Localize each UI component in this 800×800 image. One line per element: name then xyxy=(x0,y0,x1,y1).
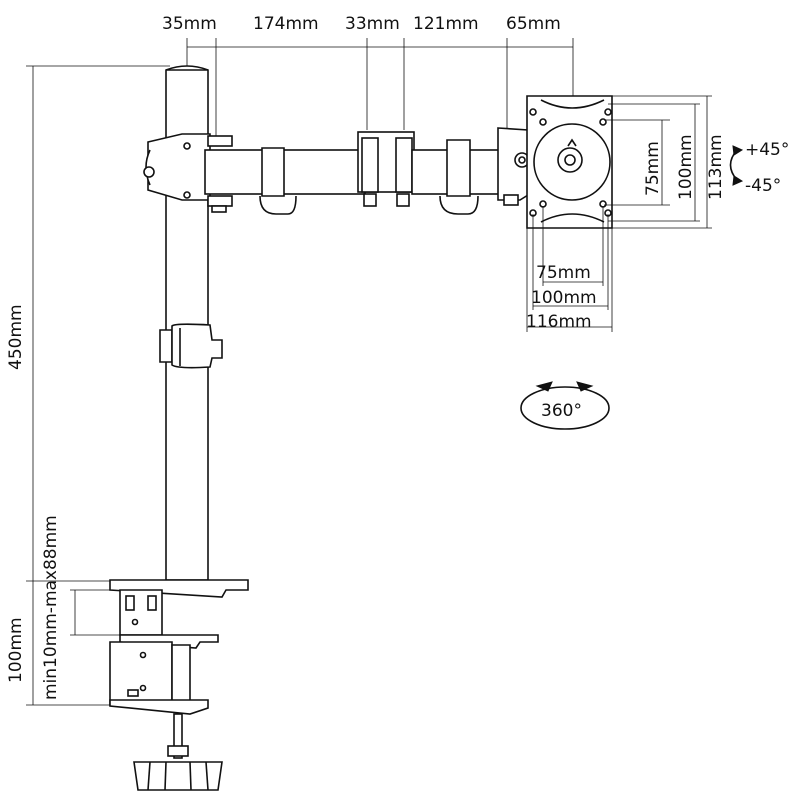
tilt-down-label: -45° xyxy=(745,176,781,196)
desk-clamp xyxy=(109,579,249,791)
vesa-right-dimension-lines xyxy=(604,95,712,229)
tilt-up-label: +45° xyxy=(745,140,789,160)
vesa-plate xyxy=(526,95,613,229)
dim-arm-35: 35mm xyxy=(162,14,217,34)
dim-arm-174: 174mm xyxy=(253,14,319,34)
arm xyxy=(143,127,537,215)
vesa-bottom-dimension-lines xyxy=(526,206,613,332)
dim-plate-width-116: 116mm xyxy=(526,312,592,332)
dim-arm-65: 65mm xyxy=(506,14,561,34)
tilt-arrow-icon xyxy=(729,145,744,186)
top-dimension-line xyxy=(186,38,574,140)
swivel-label: 360° xyxy=(541,401,582,421)
dim-vesa-height-75: 75mm xyxy=(643,141,663,196)
dim-vesa-width-75: 75mm xyxy=(536,263,591,283)
pole-collar xyxy=(159,323,223,369)
dim-plate-height-113: 113mm xyxy=(706,134,726,200)
dim-arm-33: 33mm xyxy=(345,14,400,34)
dim-clamp-100: 100mm xyxy=(6,617,26,683)
dim-arm-121: 121mm xyxy=(413,14,479,34)
dim-vesa-height-100: 100mm xyxy=(676,134,696,200)
dim-vesa-width-100: 100mm xyxy=(531,288,597,308)
swivel-arrow-icon xyxy=(520,381,610,430)
dim-pole-450: 450mm xyxy=(6,304,26,370)
dim-clamp-range: min10mm-max88mm xyxy=(41,515,61,700)
